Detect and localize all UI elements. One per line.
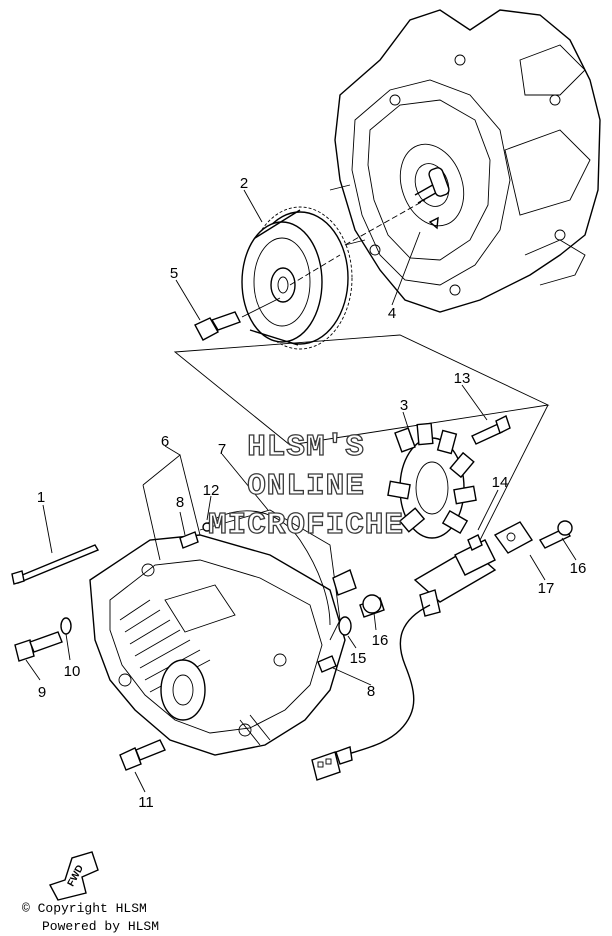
leader-lines [25, 189, 577, 793]
part-label-15: 15 [350, 650, 367, 667]
watermark-line-1: HLSM'S [247, 430, 365, 465]
part-label-5: 5 [170, 265, 178, 282]
collar-7 [332, 569, 357, 596]
wire-harness [344, 604, 431, 756]
part-label-7: 7 [218, 441, 226, 458]
washer-15 [338, 616, 352, 636]
part-label-8-upper: 8 [176, 494, 184, 511]
part-label-11: 11 [138, 794, 154, 811]
stator-3 [387, 422, 477, 539]
watermark-line-3: MICROFICHE [208, 508, 404, 543]
part-label-3: 3 [400, 397, 408, 414]
part-label-9: 9 [38, 684, 46, 701]
shaft-centerline [289, 199, 426, 286]
part-label-13: 13 [454, 370, 471, 387]
part-label-8-lower: 8 [367, 683, 375, 700]
part-label-14: 14 [492, 474, 509, 491]
assembly-bracket-right [469, 404, 549, 561]
part-label-1: 1 [37, 489, 45, 506]
part-label-16-center: 16 [372, 632, 389, 649]
part-label-4: 4 [388, 305, 396, 322]
dowel-pin-8-lower [317, 655, 337, 673]
fwd-arrow-icon: FWD [48, 851, 99, 901]
powered-by-text: Powered by HLSM [42, 919, 160, 934]
connector [311, 746, 353, 781]
o-ring-12 [204, 510, 331, 626]
bolt-16-head [557, 520, 573, 536]
flywheel-2 [241, 206, 353, 350]
o-ring-12-end [202, 522, 212, 532]
watermark-line-2: ONLINE [247, 469, 365, 504]
part-label-17: 17 [538, 580, 555, 597]
dowel-pin-8-upper [179, 531, 199, 549]
crankcase-cover [89, 534, 346, 756]
bolt-5 [194, 297, 281, 341]
copyright-text: © Copyright HLSM [22, 901, 147, 916]
bolt-16-lower [359, 594, 385, 618]
engine-crankcase [329, 9, 601, 313]
part-label-2: 2 [240, 175, 248, 192]
part-label-6: 6 [161, 433, 169, 450]
pulser-coil [413, 521, 534, 617]
gasket-6 [199, 509, 341, 641]
bolt-11 [119, 739, 166, 771]
part-label-16-right: 16 [570, 560, 587, 577]
watermark: HLSM'S ONLINE MICROFICHE [207, 429, 404, 543]
part-label-12: 12 [203, 482, 220, 499]
washer-10 [60, 617, 72, 635]
bolt-9 [14, 631, 63, 662]
part-label-10: 10 [64, 663, 81, 680]
cable-tie-1 [11, 544, 100, 585]
bolt-13 [471, 415, 511, 445]
